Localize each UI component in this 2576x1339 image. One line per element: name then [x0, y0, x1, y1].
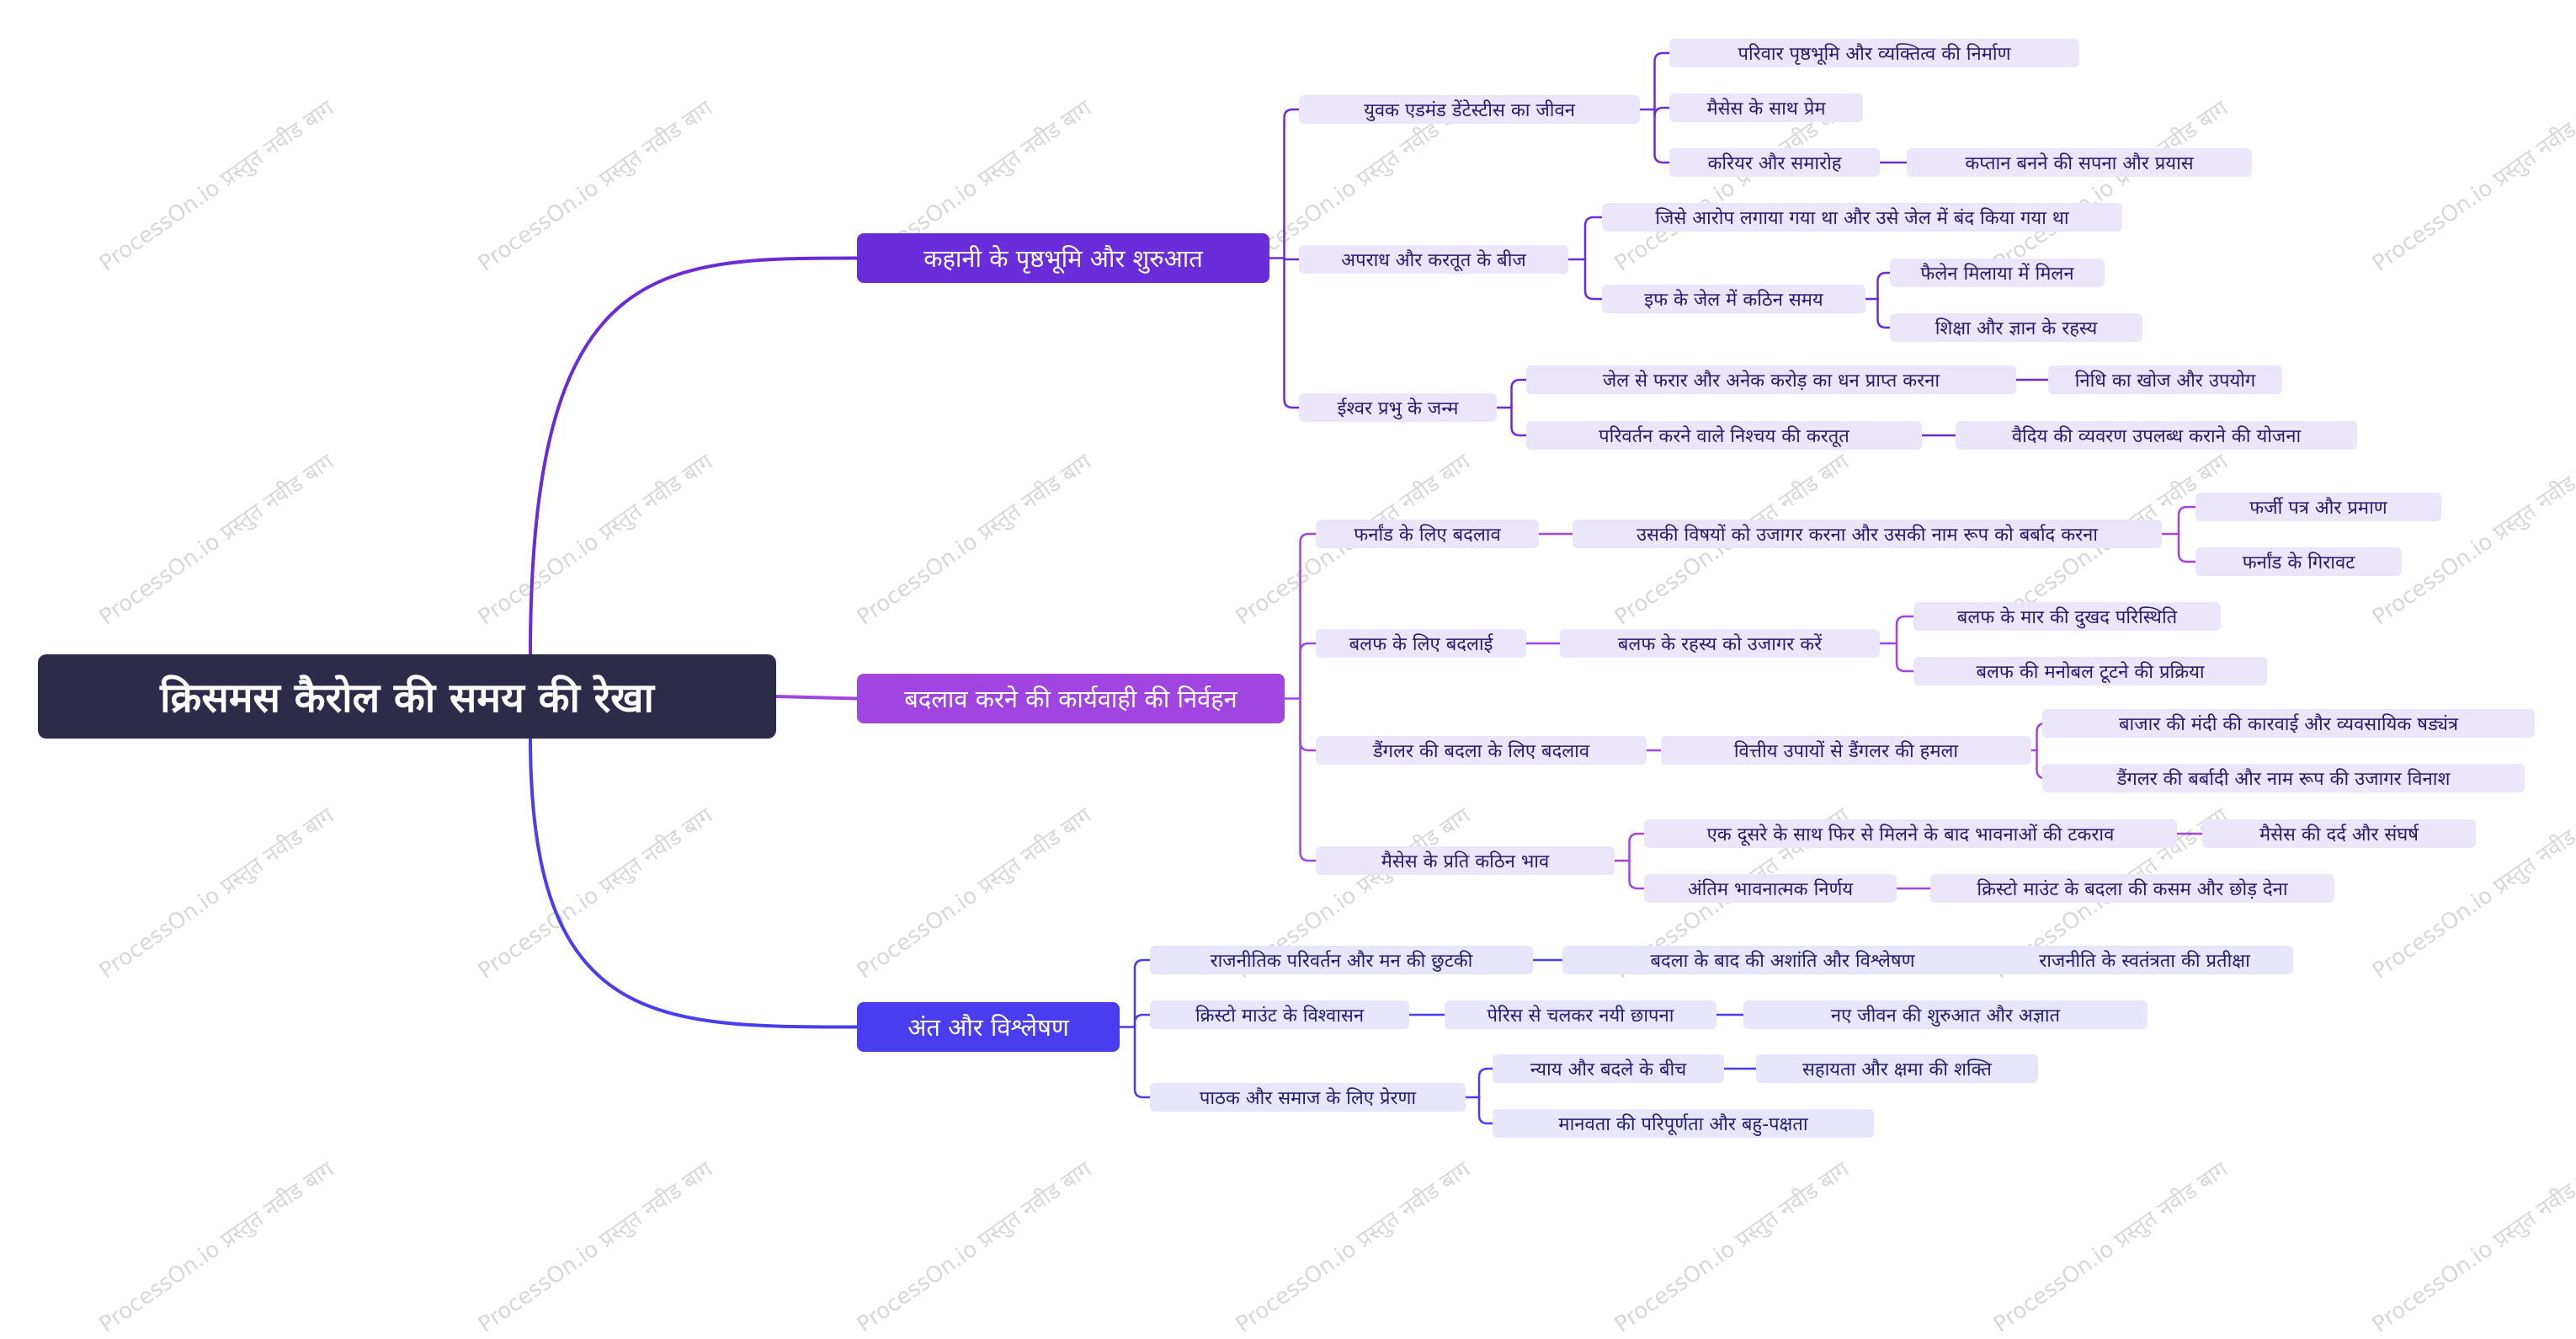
- main-topic-ending[interactable]: अंत और विश्लेषण: [857, 1002, 1120, 1052]
- subtopic[interactable]: शिक्षा और ज्ञान के रहस्य: [1890, 313, 2142, 342]
- subtopic[interactable]: नए जीवन की शुरुआत और अज्ञात: [1743, 1000, 2148, 1029]
- subtopic[interactable]: जेल से फरार और अनेक करोड़ का धन प्राप्त …: [1526, 365, 2016, 394]
- child-link: [2177, 505, 2197, 536]
- child-link: [1133, 958, 1152, 1028]
- subtopic[interactable]: बलफ की मनोबल टूटने की प्रक्रिया: [1913, 657, 2267, 686]
- subtopic[interactable]: सहायता और क्षमा की शक्ति: [1756, 1054, 2038, 1083]
- subtopic[interactable]: बदला के बाद की अशांति और विश्लेषण: [1562, 946, 2003, 974]
- subtopic[interactable]: कप्तान बनने की सपना और प्रयास: [1907, 148, 2252, 177]
- child-link: [1876, 297, 1892, 329]
- subtopic[interactable]: ईश्वर प्रभु के जन्म: [1299, 393, 1497, 422]
- subtopic[interactable]: युवक एडमंड डेंटेस्टीस का जीवन: [1299, 95, 1640, 124]
- subtopic[interactable]: राजनीति के स्वतंत्रता की प्रतीक्षा: [1996, 946, 2293, 974]
- root-link: [529, 737, 859, 1029]
- subtopic[interactable]: करियर और समारोह: [1669, 148, 1880, 177]
- subtopic[interactable]: इफ के जेल में कठिन समय: [1602, 285, 1865, 313]
- child-link: [1895, 642, 1915, 673]
- subtopic[interactable]: परिवार पृष्ठभूमि और व्यक्तित्व की निर्मा…: [1669, 39, 2079, 67]
- subtopic[interactable]: जिसे आरोप लगाया गया था और उसे जेल में बं…: [1602, 203, 2122, 232]
- subtopic[interactable]: वित्तीय उपायों से डैंगलर की हमला: [1661, 736, 2031, 765]
- subtopic[interactable]: राजनीतिक परिवर्तन और मन की छुटकी: [1150, 946, 1533, 974]
- subtopic[interactable]: वैदिय की व्यवरण उपलब्ध कराने की योजना: [1956, 421, 2357, 450]
- root-link: [774, 695, 859, 701]
- child-link: [1653, 51, 1671, 111]
- child-link: [1299, 697, 1317, 862]
- child-link: [1510, 378, 1528, 409]
- child-link: [1299, 697, 1317, 752]
- main-topic-background[interactable]: कहानी के पृष्ठभूमि और शुरुआत: [857, 233, 1269, 283]
- root-topic[interactable]: क्रिसमस कैरोल की समय की रेखा: [38, 654, 776, 739]
- child-link: [1477, 1096, 1494, 1125]
- subtopic[interactable]: पेरिस से चलकर नयी छापना: [1445, 1000, 1716, 1029]
- child-link: [1653, 108, 1671, 164]
- child-link: [1283, 108, 1301, 259]
- subtopic[interactable]: एक दूसरे के साथ फिर से मिलने के बाद भावन…: [1644, 819, 2177, 848]
- child-link: [1510, 406, 1528, 437]
- subtopic[interactable]: क्रिस्टो माउंट के विश्वासन: [1150, 1000, 1409, 1029]
- child-link: [1653, 106, 1671, 117]
- subtopic[interactable]: मैसेस के साथ प्रेम: [1669, 93, 1863, 122]
- subtopic[interactable]: बलफ के मार की दुखद परिस्थिति: [1913, 602, 2221, 631]
- child-link: [1583, 258, 1604, 301]
- subtopic[interactable]: अपराध और करतूत के बीज: [1299, 245, 1568, 274]
- child-link: [1628, 859, 1646, 890]
- child-link: [1133, 1013, 1152, 1028]
- child-link: [1628, 832, 1646, 862]
- child-link: [1133, 1026, 1152, 1099]
- root-link: [529, 256, 859, 656]
- subtopic[interactable]: फर्नांड के गिरावट: [2195, 547, 2402, 576]
- child-link: [1283, 257, 1301, 409]
- subtopic[interactable]: बलफ के लिए बदलाई: [1316, 629, 1526, 658]
- subtopic[interactable]: क्रिस्टो माउंट के बदला की कसम और छोड़ दे…: [1930, 874, 2334, 903]
- subtopic[interactable]: परिवर्तन करने वाले निश्चय की करतूत: [1526, 421, 1922, 450]
- subtopic[interactable]: मानवता की परिपूर्णता और बहु-पक्षता: [1493, 1109, 1874, 1138]
- subtopic[interactable]: फर्नांड के लिए बदलाव: [1316, 520, 1539, 548]
- subtopic[interactable]: न्याय और बदले के बीच: [1493, 1054, 1724, 1083]
- subtopic[interactable]: फैलेन मिलाया में मिलन: [1890, 259, 2105, 287]
- subtopic[interactable]: निधि का खोज और उपयोग: [2048, 365, 2282, 394]
- main-topic-revenge[interactable]: बदलाव करने की कार्यवाही की निर्वहन: [857, 674, 1285, 723]
- subtopic[interactable]: बाजार की मंदी की कारवाई और व्यवसायिक षड्…: [2042, 709, 2535, 738]
- subtopic[interactable]: बलफ के रहस्य को उजागर करें: [1560, 629, 1880, 658]
- subtopic[interactable]: पाठक और समाज के लिए प्रेरणा: [1150, 1083, 1466, 1112]
- subtopic[interactable]: मैसेस के प्रति कठिन भाव: [1316, 846, 1615, 875]
- subtopic[interactable]: डैंगलर की बर्बादी और नाम रूप की उजागर वि…: [2042, 764, 2525, 792]
- child-link: [1299, 532, 1317, 700]
- subtopic[interactable]: उसकी विषयों को उजागर करना और उसकी नाम रू…: [1573, 520, 2162, 548]
- child-link: [1876, 271, 1892, 301]
- child-link: [2177, 532, 2197, 563]
- subtopic[interactable]: डैंगलर की बदला के लिए बदलाव: [1316, 736, 1647, 765]
- child-link: [1583, 216, 1604, 261]
- subtopic[interactable]: मैसेस की दर्द और संघर्ष: [2202, 819, 2476, 848]
- child-link: [1895, 615, 1915, 645]
- child-link: [1299, 642, 1317, 700]
- subtopic[interactable]: अंतिम भावनात्मक निर्णय: [1644, 874, 1897, 903]
- child-link: [1477, 1067, 1494, 1099]
- subtopic[interactable]: फर्जी पत्र और प्रमाण: [2195, 493, 2441, 521]
